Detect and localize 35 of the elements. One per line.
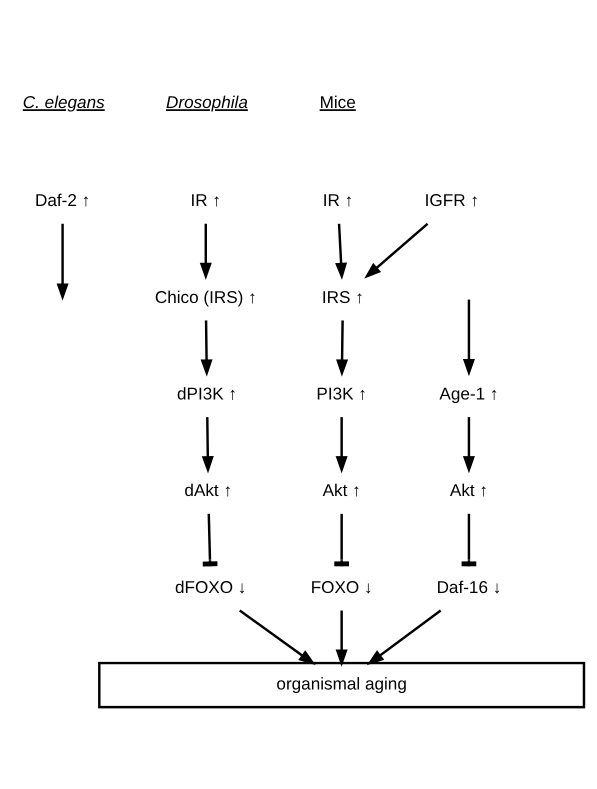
arrow (336, 610, 348, 666)
node-text: Akt ↑ (322, 480, 361, 500)
label: C. elegans (22, 92, 105, 112)
arrow (462, 416, 475, 473)
arrow (239, 609, 316, 665)
node-text: IR ↑ (190, 190, 222, 210)
node-text: Akt ↑ (450, 480, 488, 500)
arrow (200, 223, 212, 280)
connector (462, 513, 476, 566)
node-text: FOXO ↓ (310, 576, 373, 596)
node-text: IR ↑ (322, 190, 354, 210)
node-text: IRS ↑ (322, 286, 364, 306)
node-text: dAkt ↑ (184, 480, 232, 500)
arrow (335, 223, 348, 280)
arrow (366, 609, 442, 665)
arrow (200, 320, 213, 376)
node-text: Age-1 ↑ (439, 383, 498, 404)
label: Drosophila (166, 92, 248, 112)
arrow (462, 299, 475, 376)
node-text: Daf-16 ↓ (436, 576, 502, 596)
node-text: dPI3K ↑ (177, 383, 238, 404)
arrow (336, 416, 348, 473)
label: Mice (320, 92, 356, 112)
node-text: PI3K ↑ (316, 383, 367, 404)
node-text: Daf-2 ↑ (34, 190, 90, 210)
connector (334, 513, 349, 566)
arrow (364, 222, 428, 278)
arrow (336, 320, 348, 376)
connector (202, 513, 218, 566)
node-box: organismal aging (98, 661, 586, 708)
arrow (202, 416, 214, 473)
node-text: Chico (IRS) ↑ (154, 286, 257, 306)
node-text: IGFR ↑ (424, 190, 479, 210)
arrow (56, 223, 69, 300)
node-text: dFOXO ↓ (174, 576, 246, 596)
